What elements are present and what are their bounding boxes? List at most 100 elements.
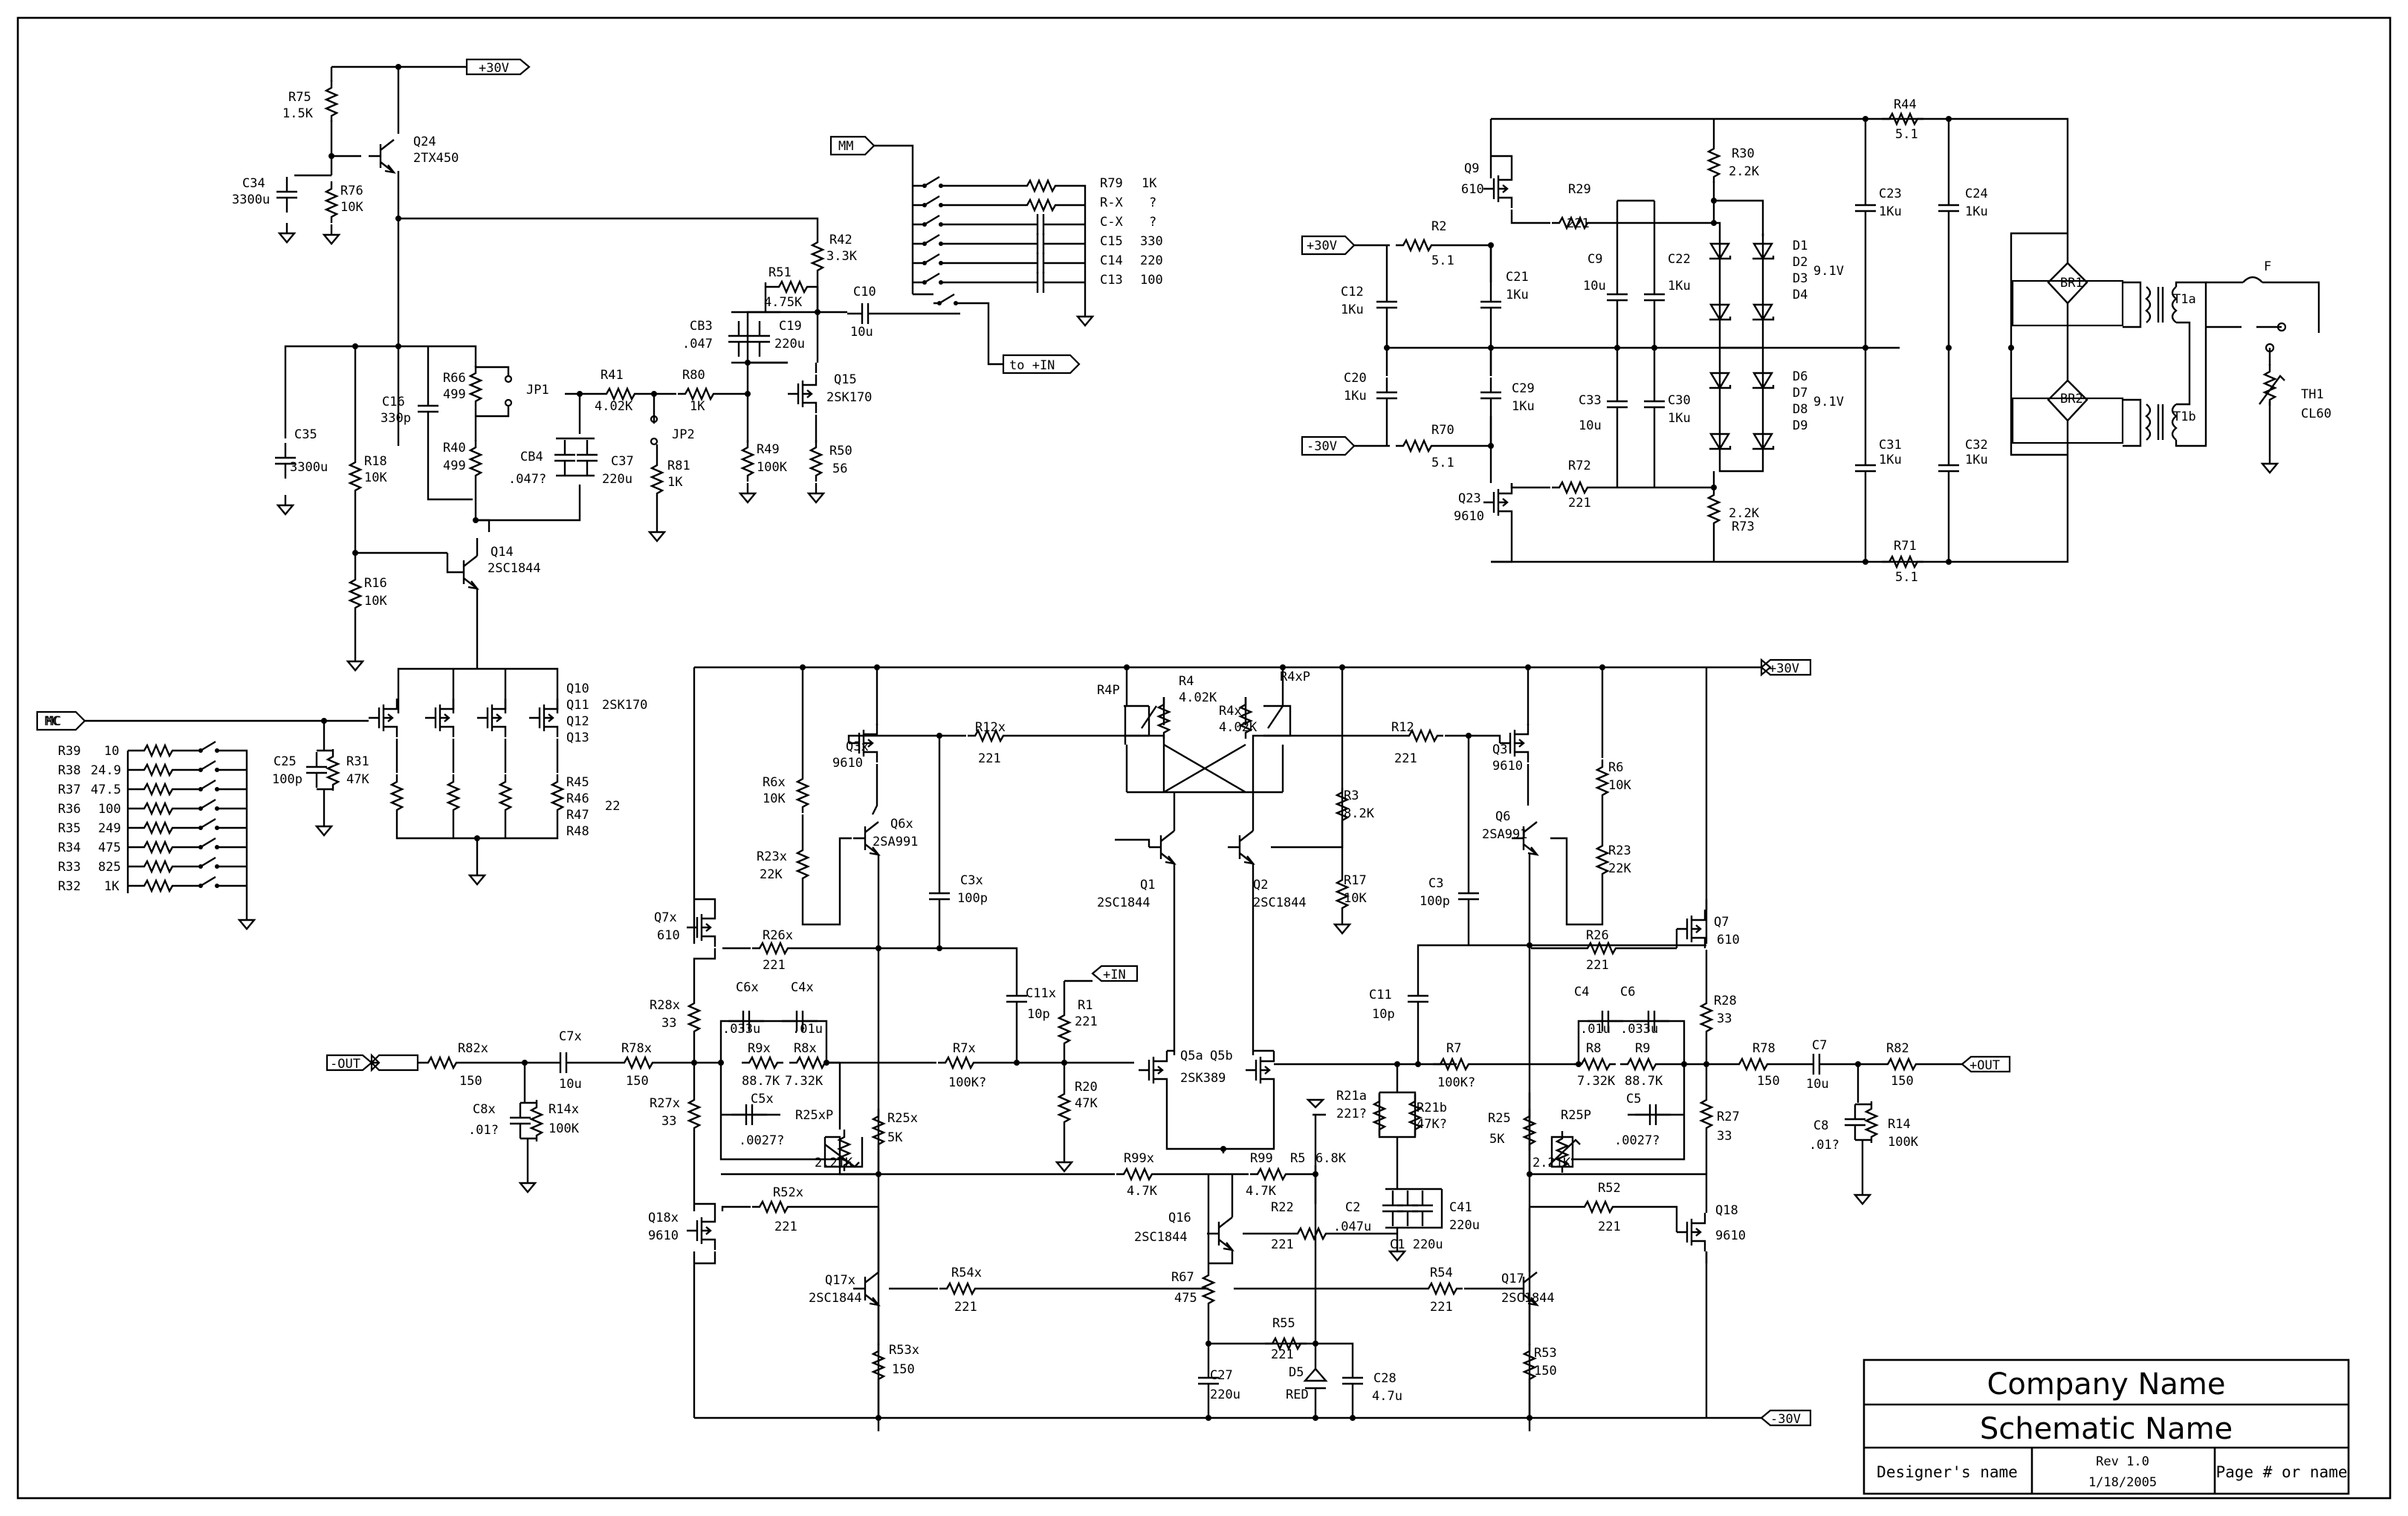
component-label: C19: [779, 319, 802, 334]
component-label: RED: [1286, 1387, 1309, 1402]
component-label: 1.5K: [282, 106, 314, 121]
component-label: 10K: [1344, 891, 1367, 906]
port-label: -30V: [1307, 439, 1337, 454]
component-label: R16: [364, 576, 387, 591]
component-label: ?: [1149, 215, 1156, 230]
component-label: 221: [1075, 1014, 1098, 1029]
component-label: R78: [1752, 1041, 1776, 1056]
component-label: 150: [626, 1074, 649, 1089]
component-label: 2SC1844: [488, 561, 541, 576]
component-label: 1Ku: [1341, 302, 1364, 317]
component-label: 2TX450: [413, 151, 459, 166]
component-label: 88.7K: [742, 1074, 780, 1089]
component-label: TH1: [2301, 387, 2324, 402]
component-label: 10u: [1583, 279, 1606, 294]
component-label: Q5a: [1180, 1049, 1203, 1063]
component-label: 1Ku: [1879, 204, 1902, 219]
component-label: 9.1V: [1813, 395, 1844, 409]
component-label: D4: [1793, 288, 1807, 302]
component-label: R46: [566, 791, 589, 806]
component-label: R99x: [1124, 1151, 1154, 1166]
component-label: 4.02K: [1179, 690, 1217, 705]
page-name: Page # or name: [2216, 1463, 2347, 1481]
power-supply: [1354, 112, 2320, 568]
component-label: R37: [58, 783, 81, 797]
component-label: R12x: [975, 720, 1006, 735]
component-label: T1b: [2173, 409, 2196, 424]
component-label: R35: [58, 821, 81, 836]
component-label: 5.1: [1431, 253, 1454, 268]
component-label: 3300u: [232, 192, 270, 207]
component-label: 22: [605, 799, 620, 814]
component-label: R7x: [953, 1041, 976, 1056]
component-label: R52: [1598, 1181, 1621, 1196]
component-label: R21b: [1417, 1101, 1447, 1115]
component-label: 150: [1534, 1364, 1557, 1379]
drawing-frame: [16, 16, 2392, 1500]
component-label: C25: [274, 754, 297, 769]
component-label: Q10: [566, 681, 589, 696]
component-label: .01?: [468, 1123, 499, 1138]
component-label: 221: [1271, 1347, 1294, 1362]
port-n30-ps: [1301, 435, 1356, 456]
component-label: 5.1: [1895, 570, 1918, 585]
component-label: 100p: [957, 891, 988, 906]
component-label: 1Ku: [1512, 399, 1535, 414]
component-label: R78x: [621, 1041, 652, 1056]
component-label: R4x: [1219, 704, 1242, 719]
component-label: 220: [1140, 253, 1163, 268]
port-label: to +IN: [1009, 358, 1055, 373]
component-label: C33: [1579, 393, 1602, 408]
component-label: 100: [98, 802, 121, 817]
component-label: .047?: [508, 472, 546, 487]
component-label: R2: [1431, 219, 1446, 234]
component-label: D3: [1793, 271, 1807, 286]
component-label: C3: [1428, 876, 1443, 891]
component-label: 47.5: [91, 783, 121, 797]
component-label: 1K: [104, 879, 120, 894]
port-label: +30V: [479, 61, 509, 76]
component-label: C16: [382, 395, 405, 409]
component-label: R26: [1586, 928, 1609, 943]
component-label: R31: [346, 754, 369, 769]
component-label: BR2: [2060, 392, 2083, 406]
component-label: R44: [1894, 97, 1917, 112]
component-label: R32: [58, 879, 81, 894]
component-label: 221: [954, 1300, 977, 1315]
component-label: 221?: [1336, 1107, 1367, 1121]
port-n30-amp: [1760, 1409, 1812, 1427]
component-label: R45: [566, 775, 589, 790]
component-label: 100K: [1888, 1135, 1919, 1150]
component-label: R42: [829, 233, 852, 247]
designer-name: Designer's name: [1877, 1463, 2018, 1481]
component-label: C35: [294, 427, 317, 442]
component-label: 100p: [272, 772, 302, 787]
component-label: 22K: [760, 867, 783, 882]
component-label: D7: [1793, 386, 1807, 401]
port-label: -OUT: [330, 1057, 360, 1072]
component-label: 2SC1844: [809, 1291, 862, 1306]
port-in-amp: [1091, 965, 1139, 982]
component-label: R55: [1272, 1316, 1295, 1331]
component-label: R20: [1075, 1080, 1098, 1095]
component-label: 4.02K: [595, 399, 633, 414]
component-label: R8: [1586, 1041, 1601, 1056]
component-label: R49: [757, 442, 780, 457]
component-label: 9610: [1454, 509, 1484, 524]
title-block: Company Name Schematic Name Designer's n…: [1862, 1358, 2350, 1495]
component-label: R40: [443, 441, 466, 456]
component-label: C5x: [751, 1092, 774, 1107]
component-label: C12: [1341, 285, 1364, 299]
component-label: .01u: [792, 1022, 823, 1037]
component-label: MC: [46, 714, 61, 729]
component-label: 150: [1757, 1074, 1780, 1089]
component-label: R28: [1714, 994, 1737, 1008]
component-label: R29: [1568, 182, 1591, 197]
component-label: C34: [242, 176, 265, 191]
component-label: R4xP: [1280, 670, 1310, 684]
component-label: C7x: [559, 1029, 582, 1044]
component-label: C10: [853, 285, 876, 299]
component-label: 249: [98, 821, 121, 836]
component-label: C41: [1449, 1200, 1472, 1215]
component-label: D8: [1793, 402, 1807, 417]
